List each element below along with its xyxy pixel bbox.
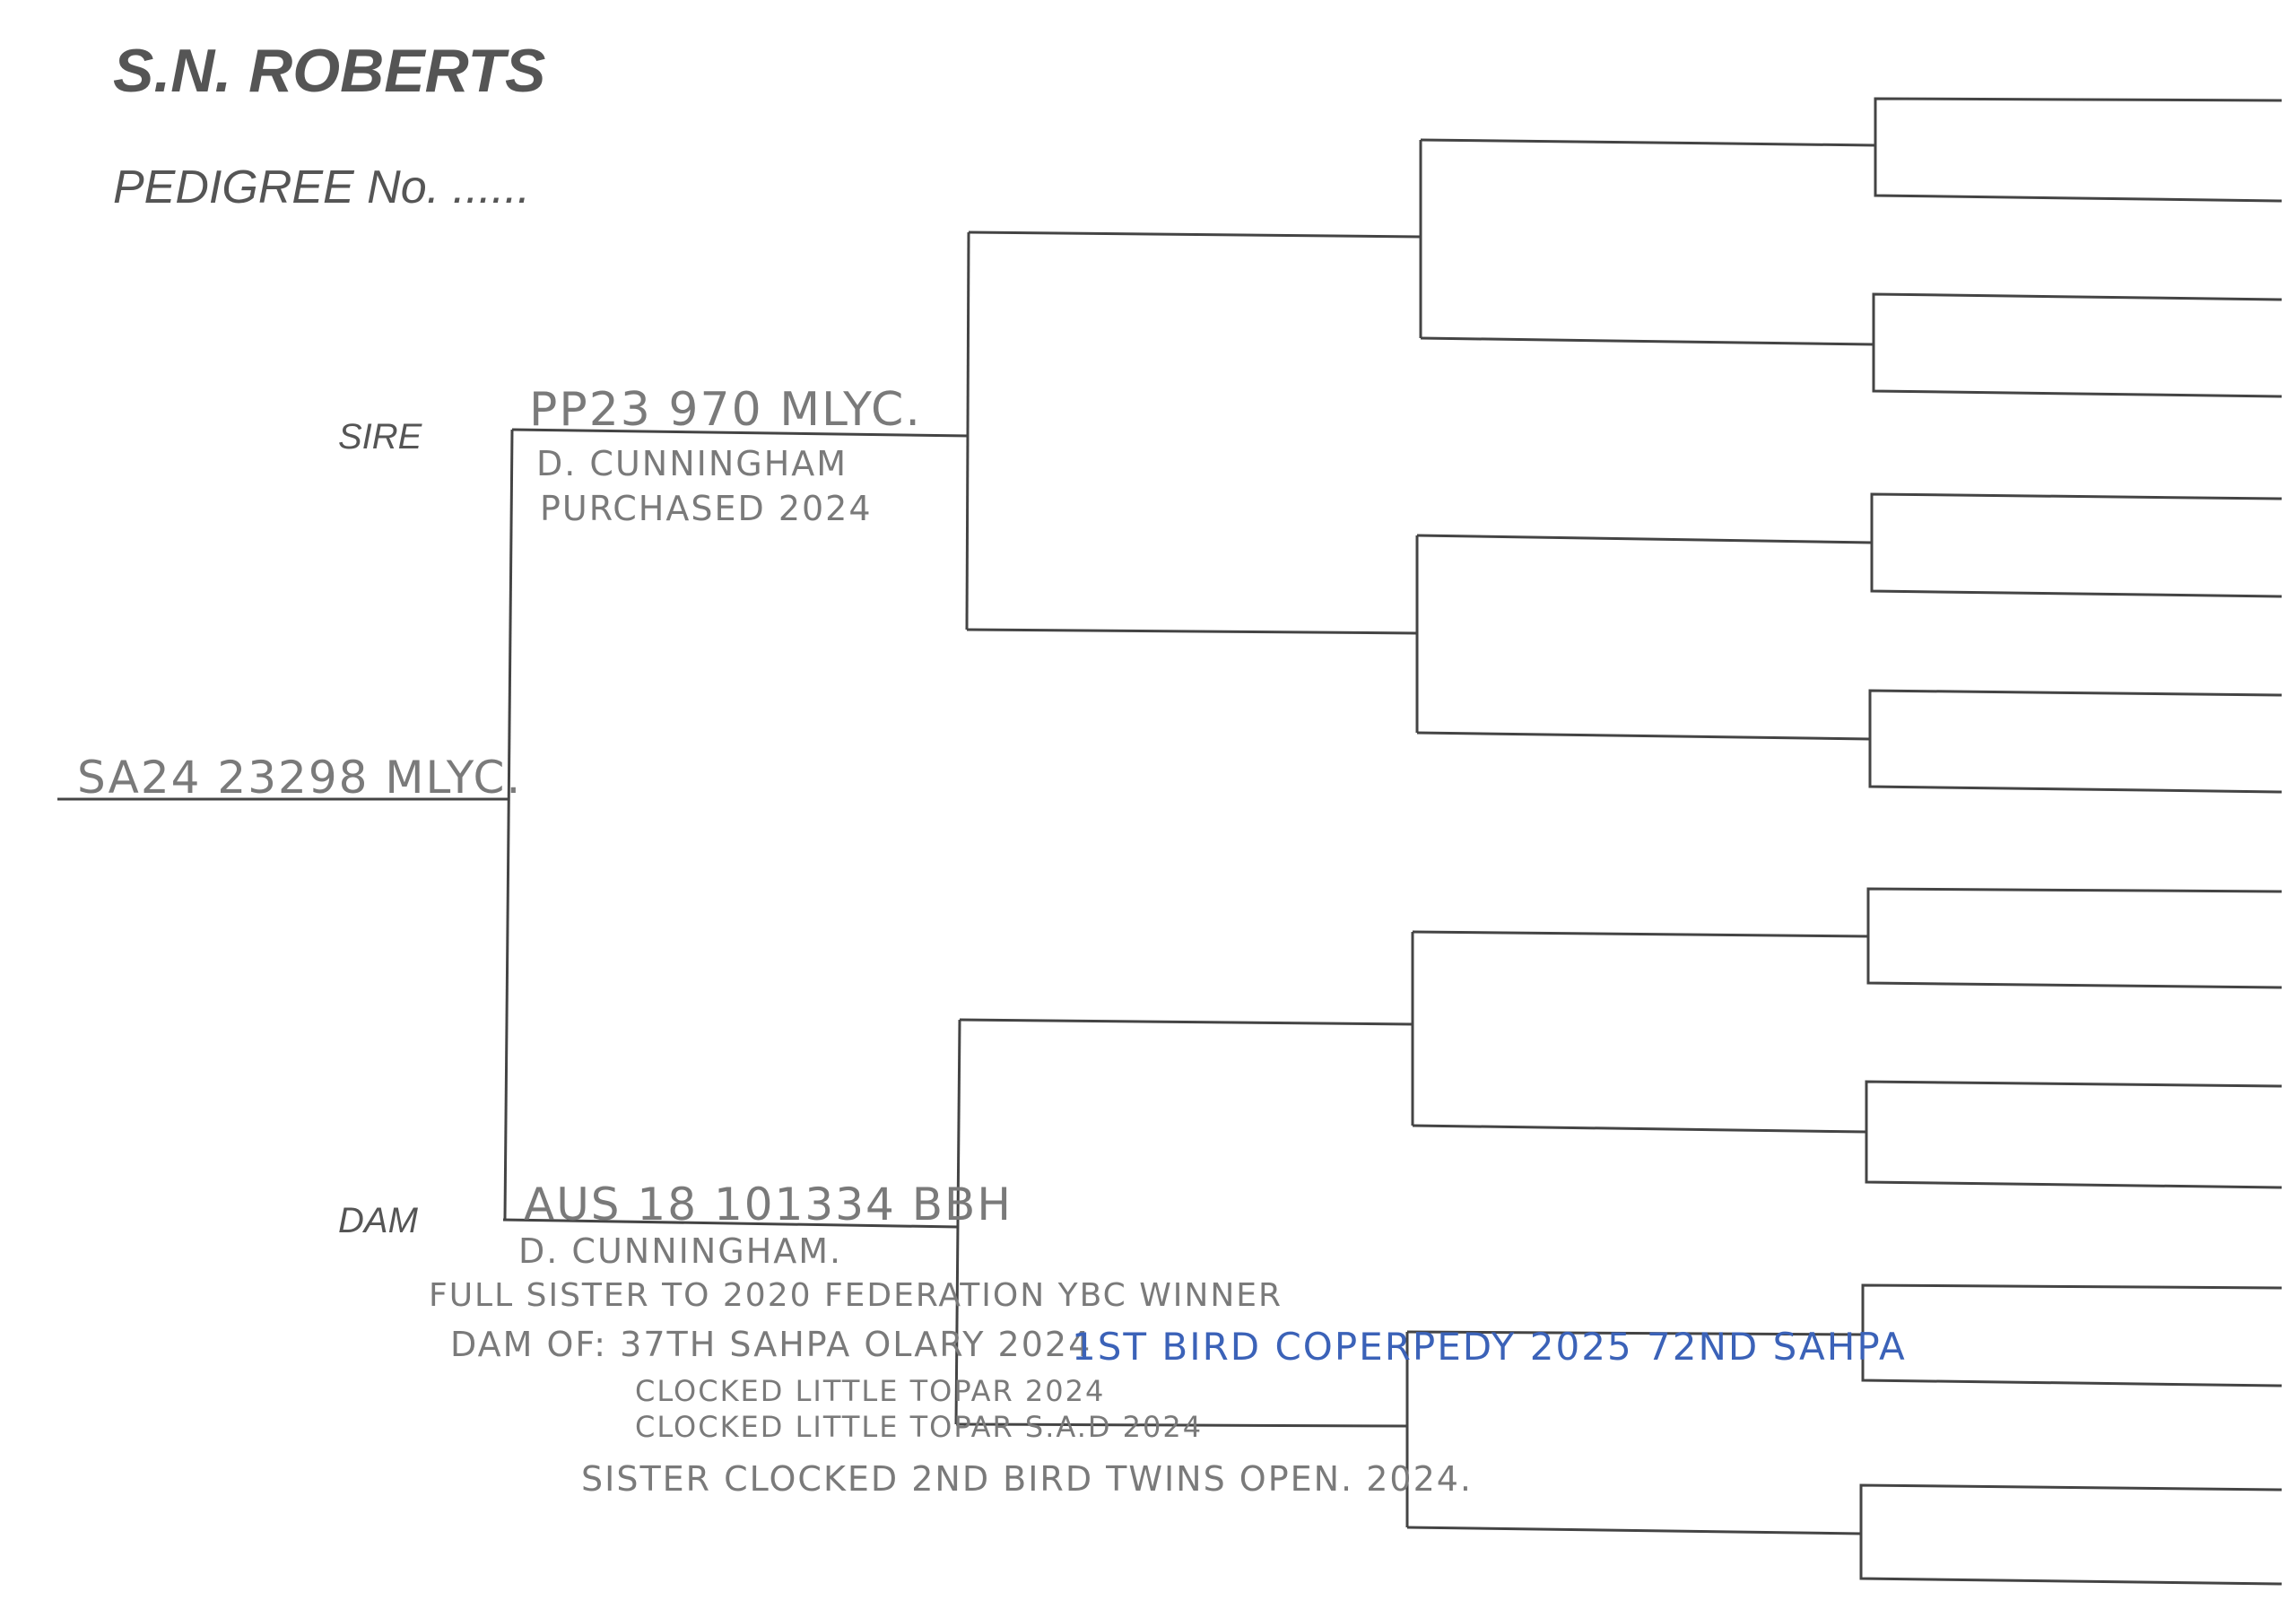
dam-note: CLOCKED LITTLE TOPAR S.A.D 2024: [635, 1410, 1203, 1444]
dam-note: FULL SISTER TO 2020 FEDERATION YBC WINNE…: [429, 1277, 1283, 1314]
gen3-brackets: [1405, 138, 1876, 1535]
dam-breeder: D. CUNNINGHAM.: [518, 1231, 842, 1271]
gen1-bracket: [503, 429, 514, 1220]
gen2-dam-bracket: [954, 1018, 1413, 1428]
dam-note: CLOCKED LITTLE TOPAR 2024: [635, 1374, 1105, 1408]
dam-blue-note: 1ST BIRD COPERPEDY 2025 72ND SAHPA: [1072, 1325, 1907, 1369]
gen2-sire-bracket: [965, 230, 1422, 635]
breeder-title: S.N. ROBERTS: [113, 37, 545, 105]
sire-note: PURCHASED 2024: [540, 489, 873, 528]
dam-note: SISTER CLOCKED 2ND BIRD TWINS OPEN. 2024…: [581, 1459, 1473, 1499]
pedigree-number: PEDIGREE No. ......: [113, 161, 530, 213]
dam-ring-number: AUS 18 101334 BBH: [524, 1178, 1013, 1231]
dam-line: [502, 1218, 959, 1229]
sire-breeder: D. CUNNINGHAM: [536, 444, 848, 483]
dam-label: DAM: [338, 1201, 419, 1240]
sire-line: [511, 428, 970, 438]
subject-ring-number: SA24 23298 MLYC.: [77, 752, 522, 804]
sire-label: SIRE: [338, 417, 423, 457]
gen4-boxes: [1859, 97, 2283, 1586]
sire-ring-number: PP23 970 MLYC.: [529, 383, 922, 437]
dam-note: DAM OF: 37TH SAHPA OLARY 2024: [450, 1325, 1091, 1364]
